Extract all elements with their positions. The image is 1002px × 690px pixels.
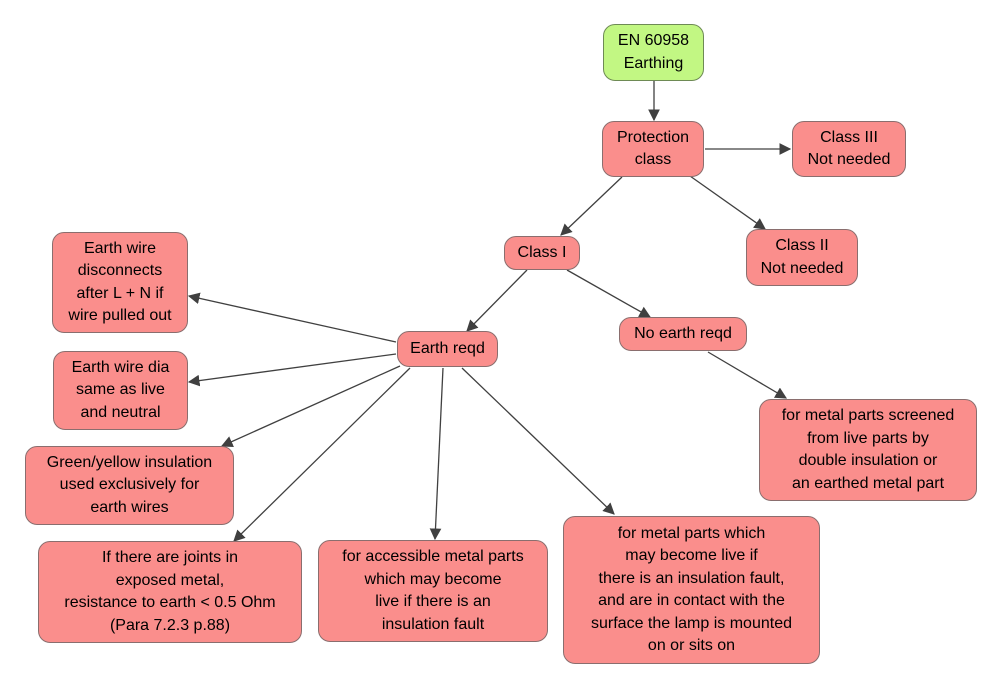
- edge-class1-earthreqd: [466, 269, 528, 332]
- node-joints-resistance: If there are joints in exposed metal, re…: [38, 541, 302, 643]
- node-class-2: Class II Not needed: [746, 229, 858, 286]
- edge-earth-joints: [233, 367, 411, 542]
- node-earth-reqd: Earth reqd: [397, 331, 498, 367]
- node-metal-parts-contact: for metal parts which may become live if…: [563, 516, 820, 664]
- node-class-3: Class III Not needed: [792, 121, 906, 177]
- edge-protection-class1: [560, 176, 623, 236]
- edge-class1-noearth: [566, 269, 652, 318]
- edge-earth-disconnects: [187, 292, 397, 343]
- edge-earth-metalcontact: [461, 367, 615, 515]
- node-class-1: Class I: [504, 236, 580, 270]
- node-screened-metal-parts: for metal parts screened from live parts…: [759, 399, 977, 501]
- edge-protection-class2: [689, 175, 766, 230]
- edge-earth-accessible: [429, 367, 444, 541]
- node-no-earth-reqd: No earth reqd: [619, 317, 747, 351]
- edge-earth-dia: [187, 353, 397, 387]
- node-accessible-metal-parts: for accessible metal parts which may bec…: [318, 540, 548, 642]
- node-earth-wire-disconnects: Earth wire disconnects after L + N if wi…: [52, 232, 188, 333]
- node-en60958-earthing: EN 60958 Earthing: [603, 24, 704, 81]
- edge-noearth-screened: [707, 351, 788, 399]
- node-earth-wire-dia: Earth wire dia same as live and neutral: [53, 351, 188, 430]
- edge-earth-greenyellow: [220, 365, 401, 448]
- node-protection-class: Protection class: [602, 121, 704, 177]
- node-green-yellow-insulation: Green/yellow insulation used exclusively…: [25, 446, 234, 525]
